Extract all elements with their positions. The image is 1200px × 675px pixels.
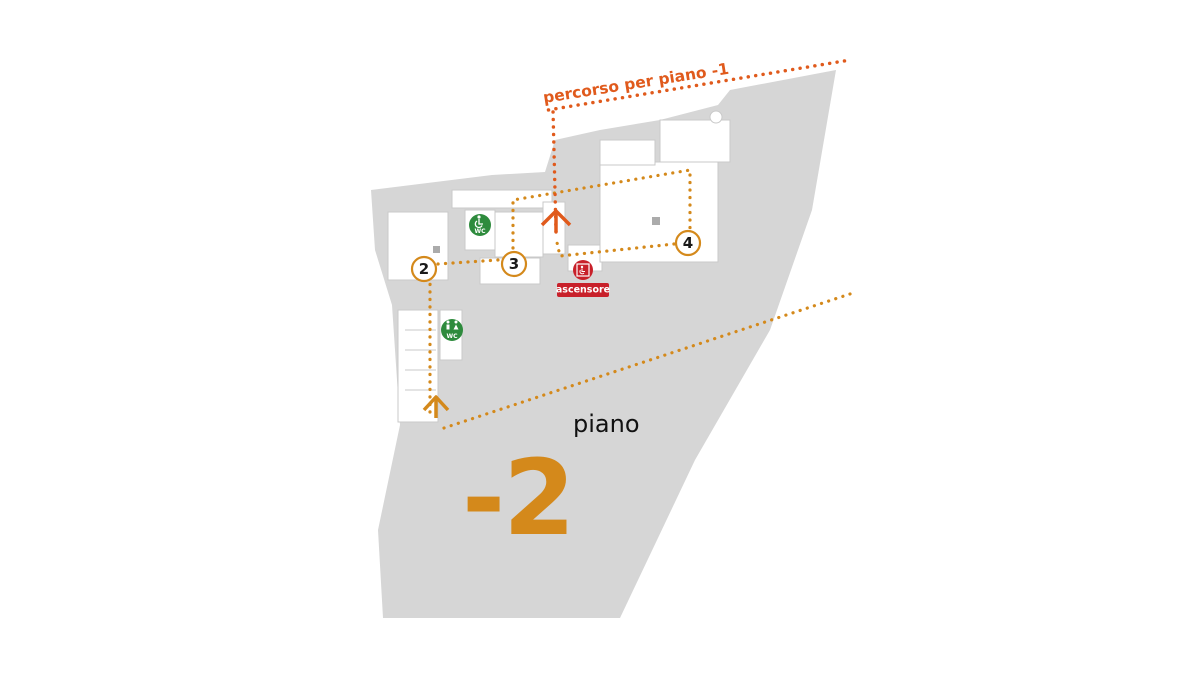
room-north-east bbox=[599, 139, 656, 166]
elevator-label-badge: ascensore bbox=[556, 283, 610, 297]
marker-2: 2 bbox=[410, 255, 438, 283]
svg-text:WC: WC bbox=[474, 228, 486, 235]
svg-text:ascensore: ascensore bbox=[556, 285, 610, 296]
floor-number: -2 bbox=[462, 437, 574, 559]
route-main-path bbox=[436, 258, 500, 266]
svg-text:4: 4 bbox=[683, 234, 693, 252]
svg-text:2: 2 bbox=[419, 260, 429, 278]
route-main-path bbox=[442, 290, 858, 430]
pillar bbox=[652, 217, 660, 225]
route-main-path bbox=[554, 236, 676, 258]
svg-text:3: 3 bbox=[509, 255, 519, 273]
route-main-path bbox=[428, 268, 433, 414]
wc-restrooms-icon: WC bbox=[441, 319, 463, 341]
svg-text:WC: WC bbox=[446, 333, 458, 340]
floor-word: piano bbox=[573, 410, 640, 438]
route-label-floor-minus-1: percorso per piano -1 bbox=[542, 60, 730, 107]
arrow-up-icon bbox=[540, 209, 572, 232]
room-corridor-north bbox=[451, 189, 553, 209]
room-far-north-east bbox=[659, 119, 731, 163]
wc-accessible-icon: WC bbox=[469, 214, 491, 236]
marker-3: 3 bbox=[500, 250, 528, 278]
elevator-icon bbox=[573, 260, 593, 280]
route-main-path bbox=[511, 168, 692, 250]
column-detail bbox=[709, 110, 723, 124]
marker-4: 4 bbox=[674, 229, 702, 257]
room-staircase-south bbox=[397, 309, 439, 423]
pillar bbox=[433, 246, 440, 253]
arrow-up-icon bbox=[422, 395, 450, 418]
room-central bbox=[494, 211, 544, 258]
route-upper-path bbox=[547, 58, 852, 234]
